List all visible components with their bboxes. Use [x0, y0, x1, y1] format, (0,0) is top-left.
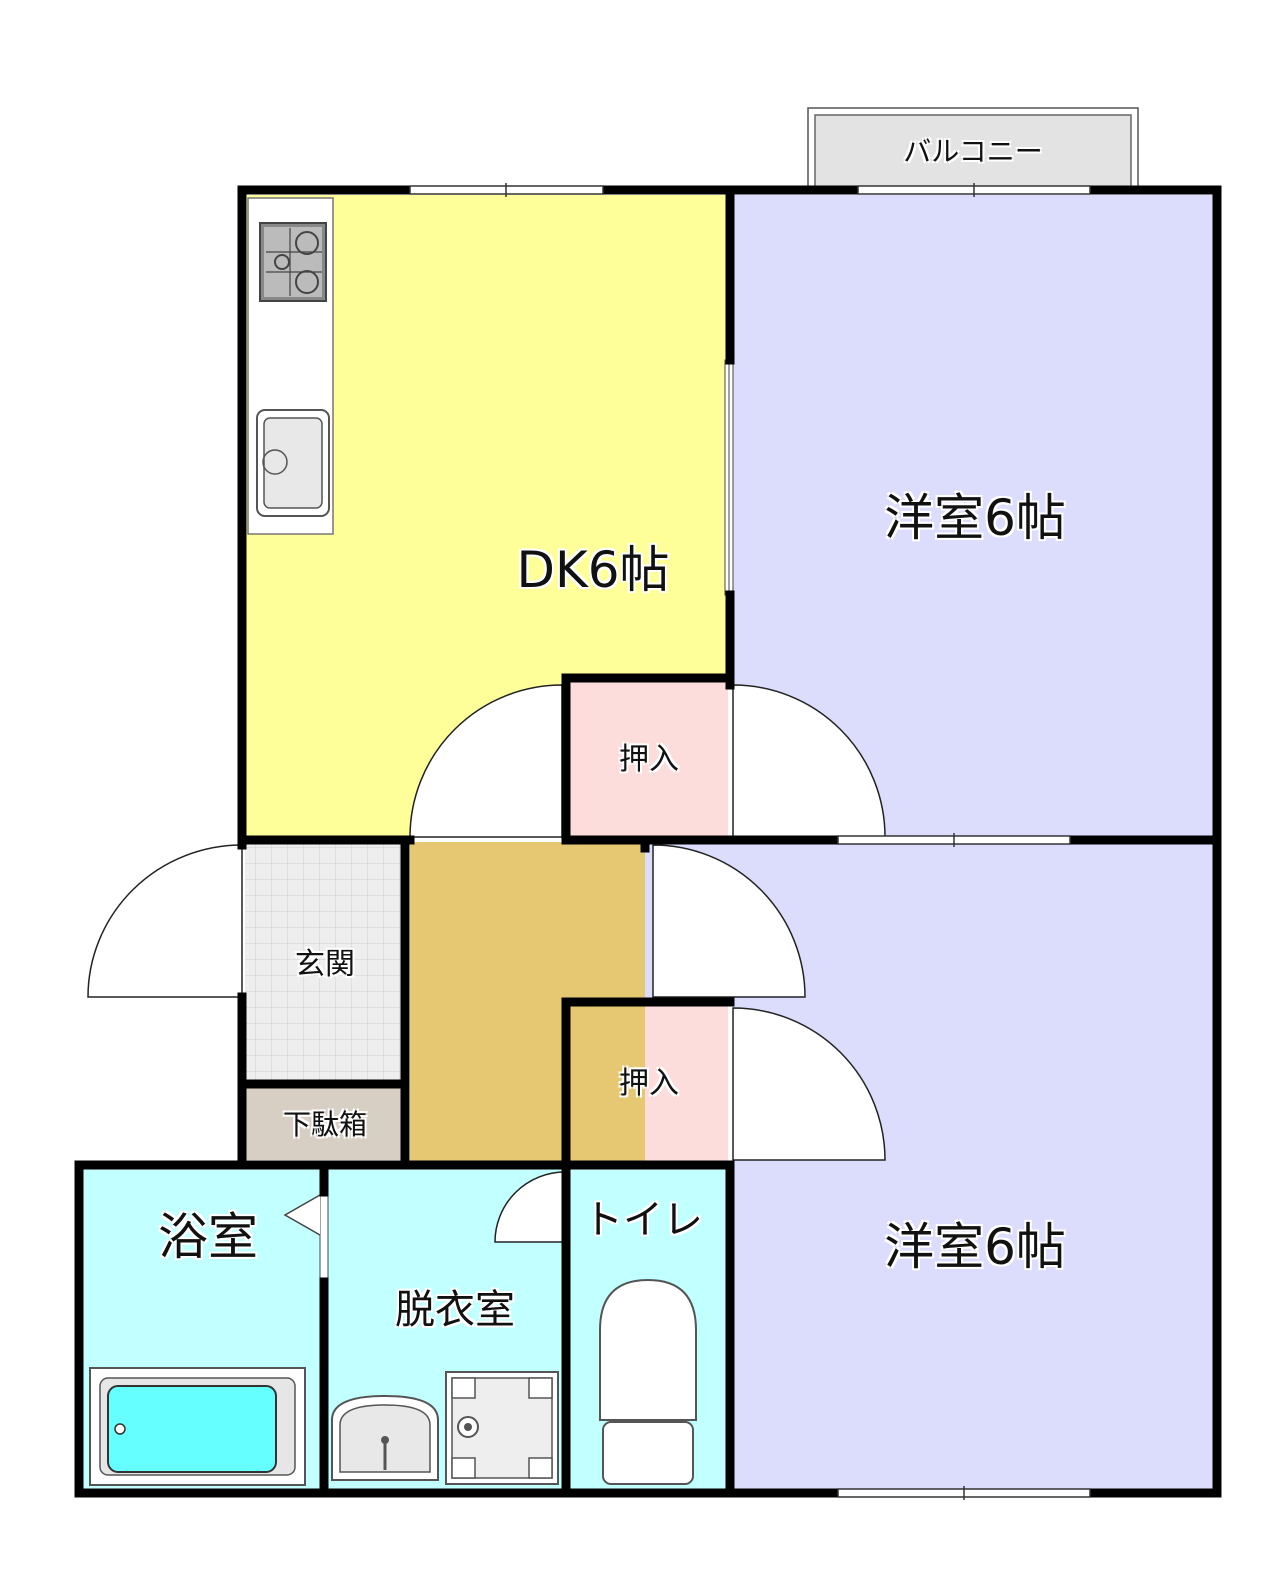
- entrance-floor: [245, 842, 405, 1082]
- western-room-south-floor: [733, 842, 1214, 1490]
- kitchen-counter: [247, 197, 334, 535]
- balcony-label: バルコニー: [903, 135, 1043, 168]
- toilet-label: トイレ: [583, 1197, 703, 1243]
- washing-machine-pan-icon: [445, 1371, 559, 1485]
- walls: [74, 185, 1222, 1498]
- wash-basin-icon: [331, 1394, 439, 1481]
- shoe-box-label: 下駄箱: [282, 1108, 368, 1141]
- kitchen-sink-icon: [256, 409, 330, 517]
- dressing-room-label: 脱衣室: [395, 1287, 515, 1333]
- bathtub-icon: [89, 1367, 306, 1486]
- sliding-door-dk: [724, 359, 734, 596]
- western-room-north-label: 洋室6帖: [884, 489, 1066, 547]
- door-swings: [87, 684, 886, 1243]
- entrance-label: 玄関: [295, 947, 355, 982]
- dk-label: DK6帖: [516, 541, 670, 599]
- shoe-box-floor: [245, 1087, 405, 1160]
- toilet-icon: [599, 1278, 697, 1485]
- bathroom-label: 浴室: [158, 1208, 258, 1266]
- closet-north-floor: [570, 682, 728, 837]
- windows: [409, 183, 1091, 1500]
- closet-north-label: 押入: [619, 742, 679, 777]
- closet-south-label: 押入: [619, 1066, 679, 1101]
- western-room-south-label: 洋室6帖: [884, 1218, 1066, 1276]
- balcony: [807, 107, 1139, 191]
